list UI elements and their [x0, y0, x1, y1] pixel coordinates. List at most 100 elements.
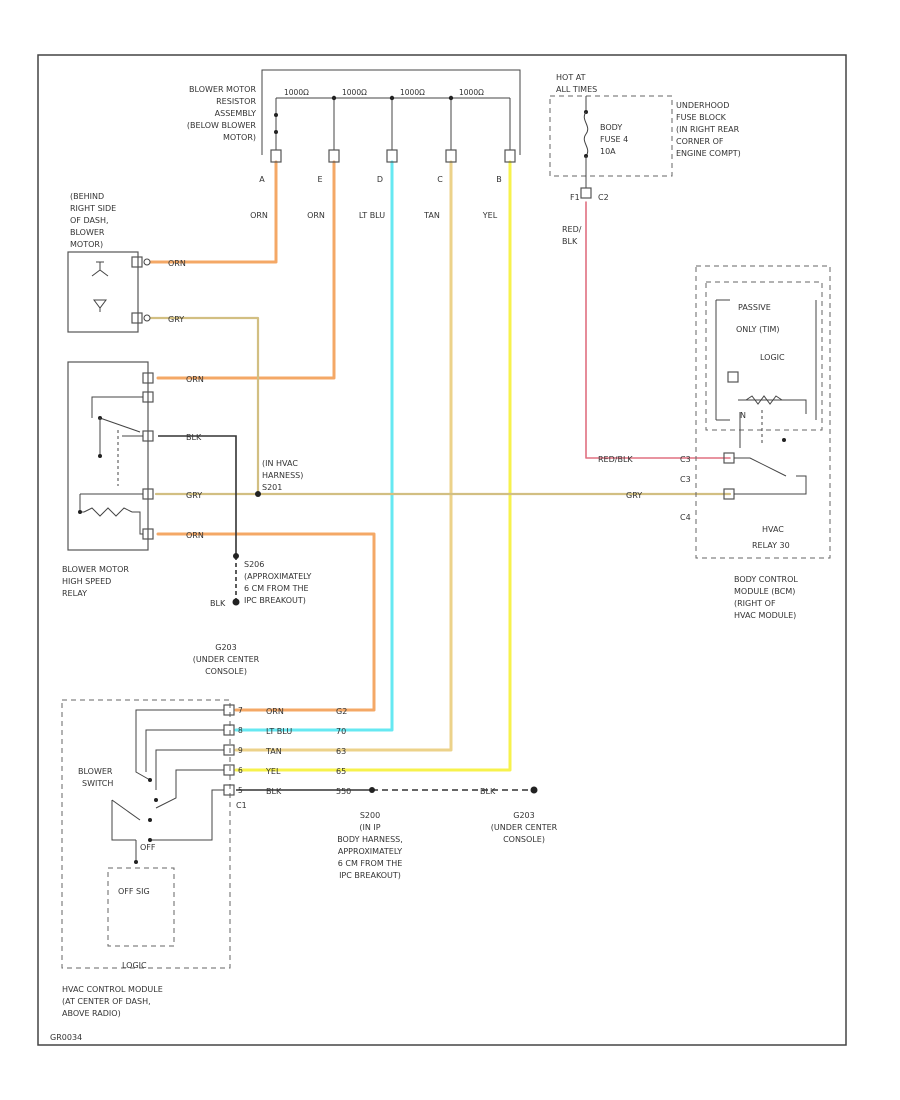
motor-label-2: RIGHT SIDE: [70, 204, 116, 213]
resistor-pin-c: C: [437, 175, 443, 184]
fuse-connector-c2: C2: [598, 193, 609, 202]
motor-label-1: (BEHIND: [70, 192, 104, 201]
s206-label-3: 6 CM FROM THE: [244, 584, 309, 593]
hvac-pin-5: 5: [238, 786, 243, 795]
resistor-label-1: BLOWER MOTOR: [189, 85, 256, 94]
motor-terminal-top: [143, 258, 151, 266]
motor-label-5: MOTOR): [70, 240, 103, 249]
resistor-label-4: (BELOW BLOWER: [187, 121, 257, 130]
motor-wire-gry: GRY: [168, 315, 184, 324]
hvac-circuit-2: 70: [336, 727, 346, 736]
s206-label-2: (APPROXIMATELY: [244, 572, 312, 581]
g203-left-label-3: CONSOLE): [205, 667, 247, 676]
hvac-pin-1: 7: [238, 706, 243, 715]
resistor-pin-b: B: [496, 175, 502, 184]
blower-switch-off: OFF: [140, 843, 156, 852]
fuse-block-label-4: CORNER OF: [676, 137, 724, 146]
resistor-value-4: 1000Ω: [459, 88, 484, 97]
redblk-label-horizontal: RED/BLK: [598, 455, 633, 464]
s201-label-2: HARNESS): [262, 471, 303, 480]
fuse-block-label-3: (IN RIGHT REAR: [676, 125, 740, 134]
hvac-circuit-1: G2: [336, 707, 347, 716]
wire-blk-relay: [158, 435, 237, 556]
resistor-label-2: RESISTOR: [216, 97, 256, 106]
bcm-relay-coil: [745, 395, 783, 405]
s200-label-1: S200: [360, 811, 380, 820]
hvac-circuit-4: 65: [336, 767, 346, 776]
s206-wire-blk: BLK: [210, 599, 226, 608]
hvac-module-label-3: ABOVE RADIO): [62, 1009, 121, 1018]
motor-icon: [93, 299, 107, 309]
off-sig-label: OFF SIG: [118, 887, 150, 896]
logic-label: LOGIC: [122, 961, 147, 970]
relay-wire-blk: BLK: [186, 433, 202, 442]
resistor-label-5: MOTOR): [223, 133, 256, 142]
splice-s206: BLK S206 (APPROXIMATELY 6 CM FROM THE IP…: [193, 553, 312, 676]
hvac-module-label-1: HVAC CONTROL MODULE: [62, 985, 163, 994]
wire-orn-resistor-e: [156, 160, 336, 380]
fan-icon: [91, 261, 109, 277]
relay-wire-gry: GRY: [186, 491, 202, 500]
s200-label-6: IPC BREAKOUT): [339, 871, 401, 880]
s201-label-3: S201: [262, 483, 282, 492]
diagram-id: GR0034: [50, 1033, 82, 1042]
resistor-wire-color-e: ORN: [307, 211, 325, 220]
hvac-wire-color-3: TAN: [265, 747, 282, 756]
resistor-wire-color-a: ORN: [250, 211, 268, 220]
hvac-wire-color-4: YEL: [265, 767, 281, 776]
motor-label-3: OF DASH,: [70, 216, 109, 225]
ground-g203-left: [232, 598, 240, 606]
s200-wire-blk: BLK: [480, 787, 496, 796]
splice-s200: BLK S200 (IN IP BODY HARNESS, APPROXIMAT…: [337, 786, 558, 880]
g203-left-label-1: G203: [215, 643, 236, 652]
blower-motor: (BEHIND RIGHT SIDE OF DASH, BLOWER MOTOR…: [67, 192, 186, 333]
fuse-label-3: 10A: [600, 147, 616, 156]
wire-redblk: [585, 201, 731, 459]
ground-g203-right: [530, 786, 538, 794]
wires: [148, 160, 732, 772]
fuse-block-label-1: UNDERHOOD: [676, 101, 729, 110]
resistor-value-1: 1000Ω: [284, 88, 309, 97]
hot-label-2: ALL TIMES: [556, 85, 597, 94]
blower-switch-label-2: SWITCH: [82, 779, 113, 788]
relay-label-2: HIGH SPEED: [62, 577, 111, 586]
s206-label-1: S206: [244, 560, 264, 569]
bcm-inner-label-3: LOGIC: [760, 353, 785, 362]
bcm-inner-label-1: PASSIVE: [738, 303, 771, 312]
hvac-wire-color-1: ORN: [266, 707, 284, 716]
bcm-connector-c3-top: C3: [680, 455, 691, 464]
s200-label-2: (IN IP: [359, 823, 380, 832]
relay-label-1: BLOWER MOTOR: [62, 565, 129, 574]
relay-wire-orn-top: ORN: [186, 375, 204, 384]
resistor-label-3: ASSEMBLY: [215, 109, 256, 118]
resistor-wire-color-c: TAN: [423, 211, 440, 220]
hvac-module-wire-labels: 7 8 9 6 5 ORN LT BLU TAN YEL BLK G2 70 6…: [238, 706, 351, 796]
bcm-wire-gry: GRY: [626, 491, 642, 500]
relay-wire-orn-bottom: ORN: [186, 531, 204, 540]
wire-gry-motor: [148, 316, 260, 496]
g203-right-label-1: G203: [513, 811, 534, 820]
resistor-value-3: 1000Ω: [400, 88, 425, 97]
s201-label-1: (IN HVAC: [262, 459, 298, 468]
redblk-label-1: RED/: [562, 225, 582, 234]
resistor-wire-labels: A E D C B ORN ORN LT BLU TAN YEL: [250, 175, 502, 220]
g203-left-label-2: (UNDER CENTER: [193, 655, 260, 664]
wire-yel-resistor-b: [234, 160, 512, 772]
motor-label-4: BLOWER: [70, 228, 105, 237]
s200-label-5: 6 CM FROM THE: [338, 859, 403, 868]
hvac-relay-label-1: HVAC: [762, 525, 784, 534]
wire-ltblu-resistor-d: [234, 160, 394, 732]
bcm-inner-label-2: ONLY (TIM): [736, 325, 780, 334]
blower-switch-contact: [111, 799, 141, 841]
hvac-wire-color-2: LT BLU: [266, 727, 292, 736]
redblk-label-2: BLK: [562, 237, 578, 246]
bcm-label-4: HVAC MODULE): [734, 611, 796, 620]
relay-coil: [83, 507, 133, 517]
bcm-connector-c3-bottom: C3: [680, 475, 691, 484]
splice-s201: (IN HVAC HARNESS) S201: [255, 459, 303, 497]
blower-high-speed-relay: ORN BLK GRY ORN BLOWER MOTOR HIGH SPEED …: [62, 361, 204, 598]
g203-right-label-3: CONSOLE): [503, 835, 545, 844]
wire-tan-resistor-c: [234, 160, 453, 752]
motor-wire-orn: ORN: [168, 259, 186, 268]
